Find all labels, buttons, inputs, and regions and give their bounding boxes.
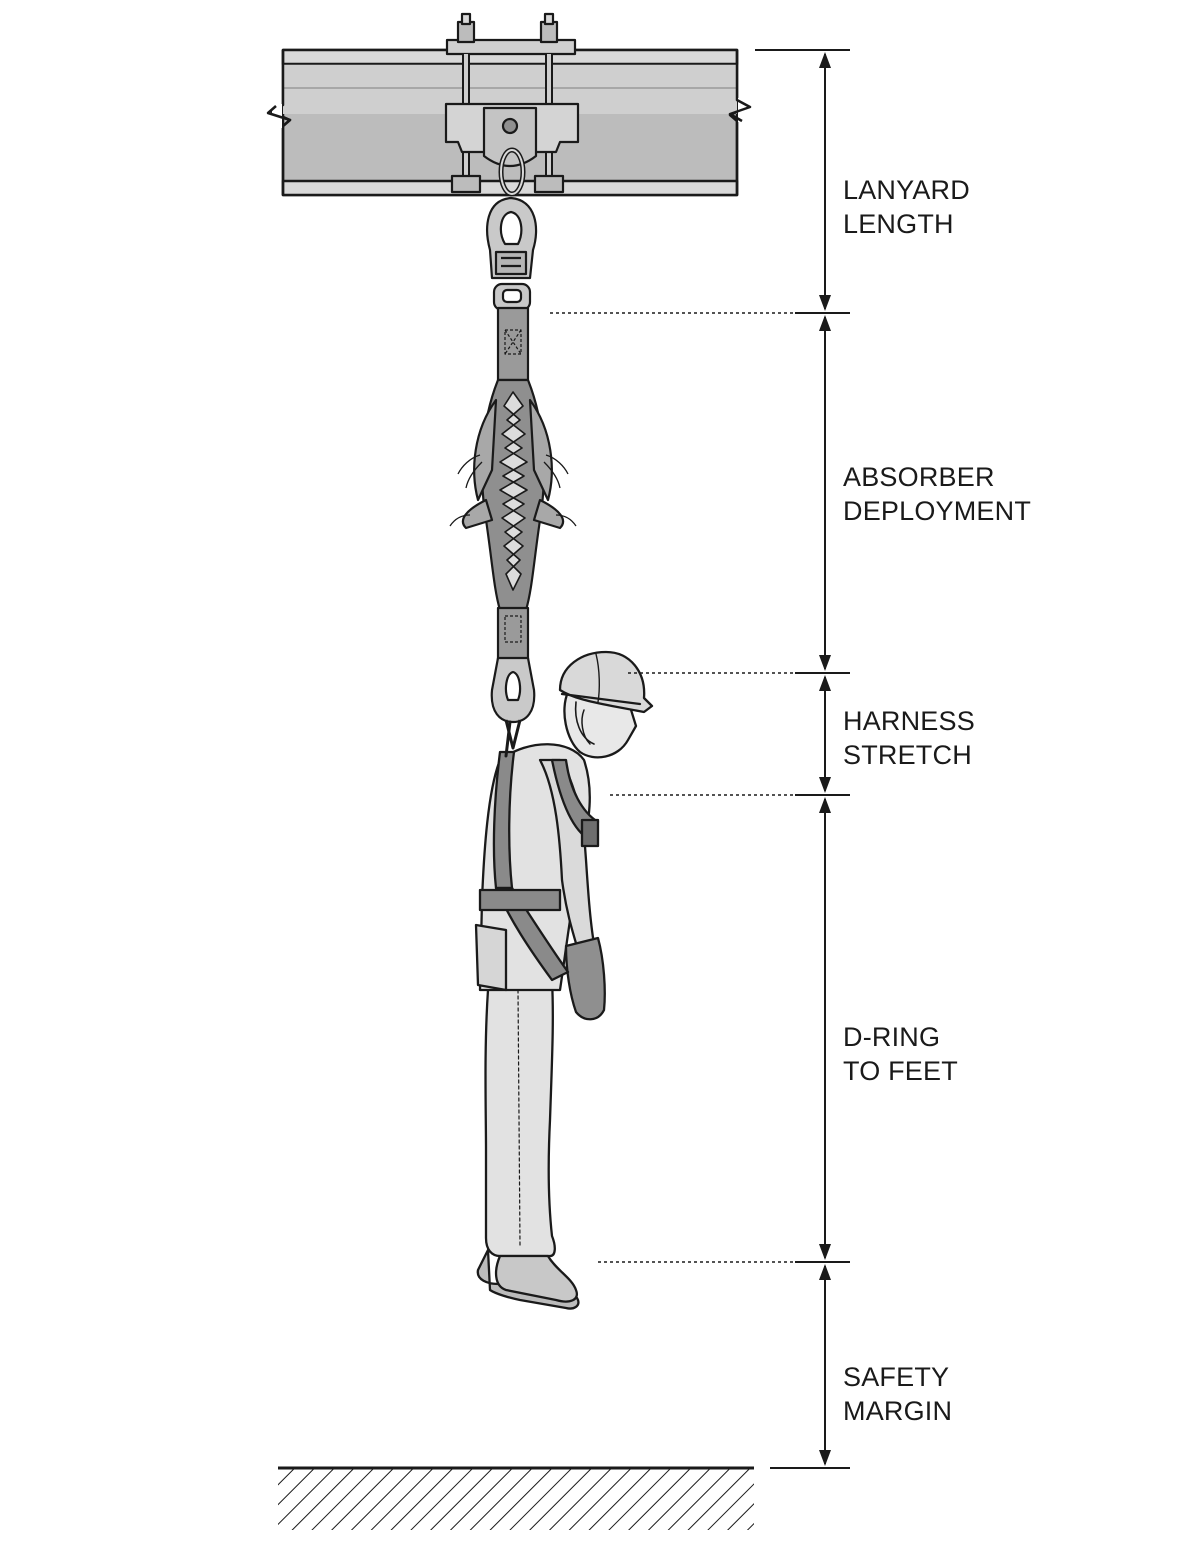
label-line-2: LENGTH bbox=[843, 209, 954, 239]
label-harness-stretch: HARNESS STRETCH bbox=[843, 704, 975, 772]
label-line-1: LANYARD bbox=[843, 175, 970, 205]
label-dring-to-feet: D-RING TO FEET bbox=[843, 1020, 958, 1088]
beam-clamp-anchor-icon bbox=[444, 12, 580, 197]
label-line-2: TO FEET bbox=[843, 1056, 958, 1086]
label-line-1: SAFETY bbox=[843, 1362, 950, 1392]
label-line-1: HARNESS bbox=[843, 706, 975, 736]
dimension-lines bbox=[550, 49, 850, 1469]
label-safety-margin: SAFETY MARGIN bbox=[843, 1360, 952, 1428]
label-line-2: DEPLOYMENT bbox=[843, 496, 1032, 526]
label-line-2: MARGIN bbox=[843, 1396, 953, 1426]
label-line-1: D-RING bbox=[843, 1022, 941, 1052]
label-line-2: STRETCH bbox=[843, 740, 972, 770]
dimension-arrowheads bbox=[819, 52, 831, 1466]
label-absorber-deployment: ABSORBER DEPLOYMENT bbox=[843, 460, 1031, 528]
steel-i-beam-icon bbox=[266, 48, 752, 197]
label-line-1: ABSORBER bbox=[843, 462, 995, 492]
shock-absorber-icon bbox=[449, 306, 577, 750]
snap-hook-icon bbox=[486, 196, 538, 312]
label-lanyard-length: LANYARD LENGTH bbox=[843, 173, 970, 241]
suspended-worker-icon bbox=[474, 650, 654, 1310]
ground-hatch-icon bbox=[278, 1466, 754, 1530]
